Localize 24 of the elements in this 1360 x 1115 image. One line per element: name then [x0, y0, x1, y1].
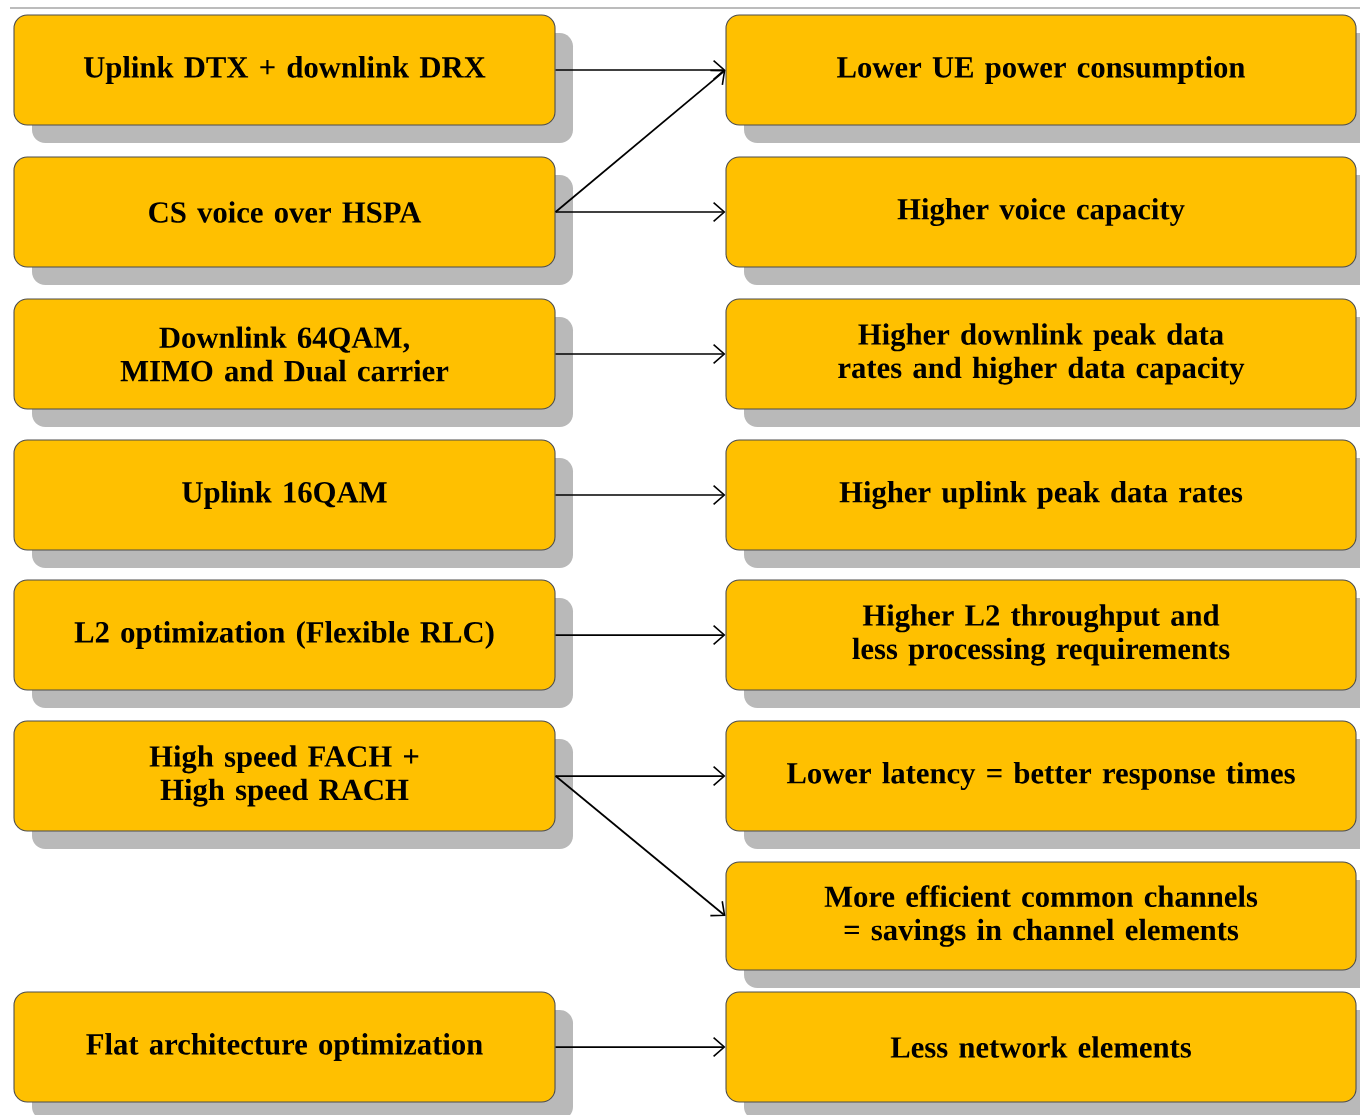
- process-box: Higher downlink peak data rates and higher data capacity: [725, 298, 1360, 427]
- arrow: [554, 765, 726, 787]
- arrow: [554, 624, 726, 646]
- process-box: Lower UE power consumption: [725, 14, 1360, 143]
- process-box: More efficient common channels = savings in channel elements: [725, 861, 1360, 988]
- arrow: [554, 343, 726, 365]
- process-box: Higher voice capacity: [725, 156, 1360, 285]
- process-box: Lower latency = better response times: [725, 720, 1360, 849]
- arrow: [554, 775, 726, 917]
- arrow: [554, 69, 726, 213]
- process-box: High speed FACH + High speed RACH: [13, 720, 573, 849]
- process-box: Higher L2 throughput and less processing requirements: [725, 579, 1360, 708]
- process-box: CS voice over HSPA: [13, 156, 573, 285]
- arrow: [554, 201, 726, 223]
- process-box: Downlink 64QAM, MIMO and Dual carrier: [13, 298, 573, 427]
- arrow: [554, 1036, 726, 1058]
- process-box: Flat architecture optimization: [13, 991, 573, 1115]
- arrow: [554, 59, 726, 81]
- process-box: Higher uplink peak data rates: [725, 439, 1360, 568]
- process-box: L2 optimization (Flexible RLC): [13, 579, 573, 708]
- process-box: Uplink 16QAM: [13, 439, 573, 568]
- process-box: Uplink DTX + downlink DRX: [13, 14, 573, 143]
- process-box: Less network elements: [725, 991, 1360, 1115]
- arrow: [554, 484, 726, 506]
